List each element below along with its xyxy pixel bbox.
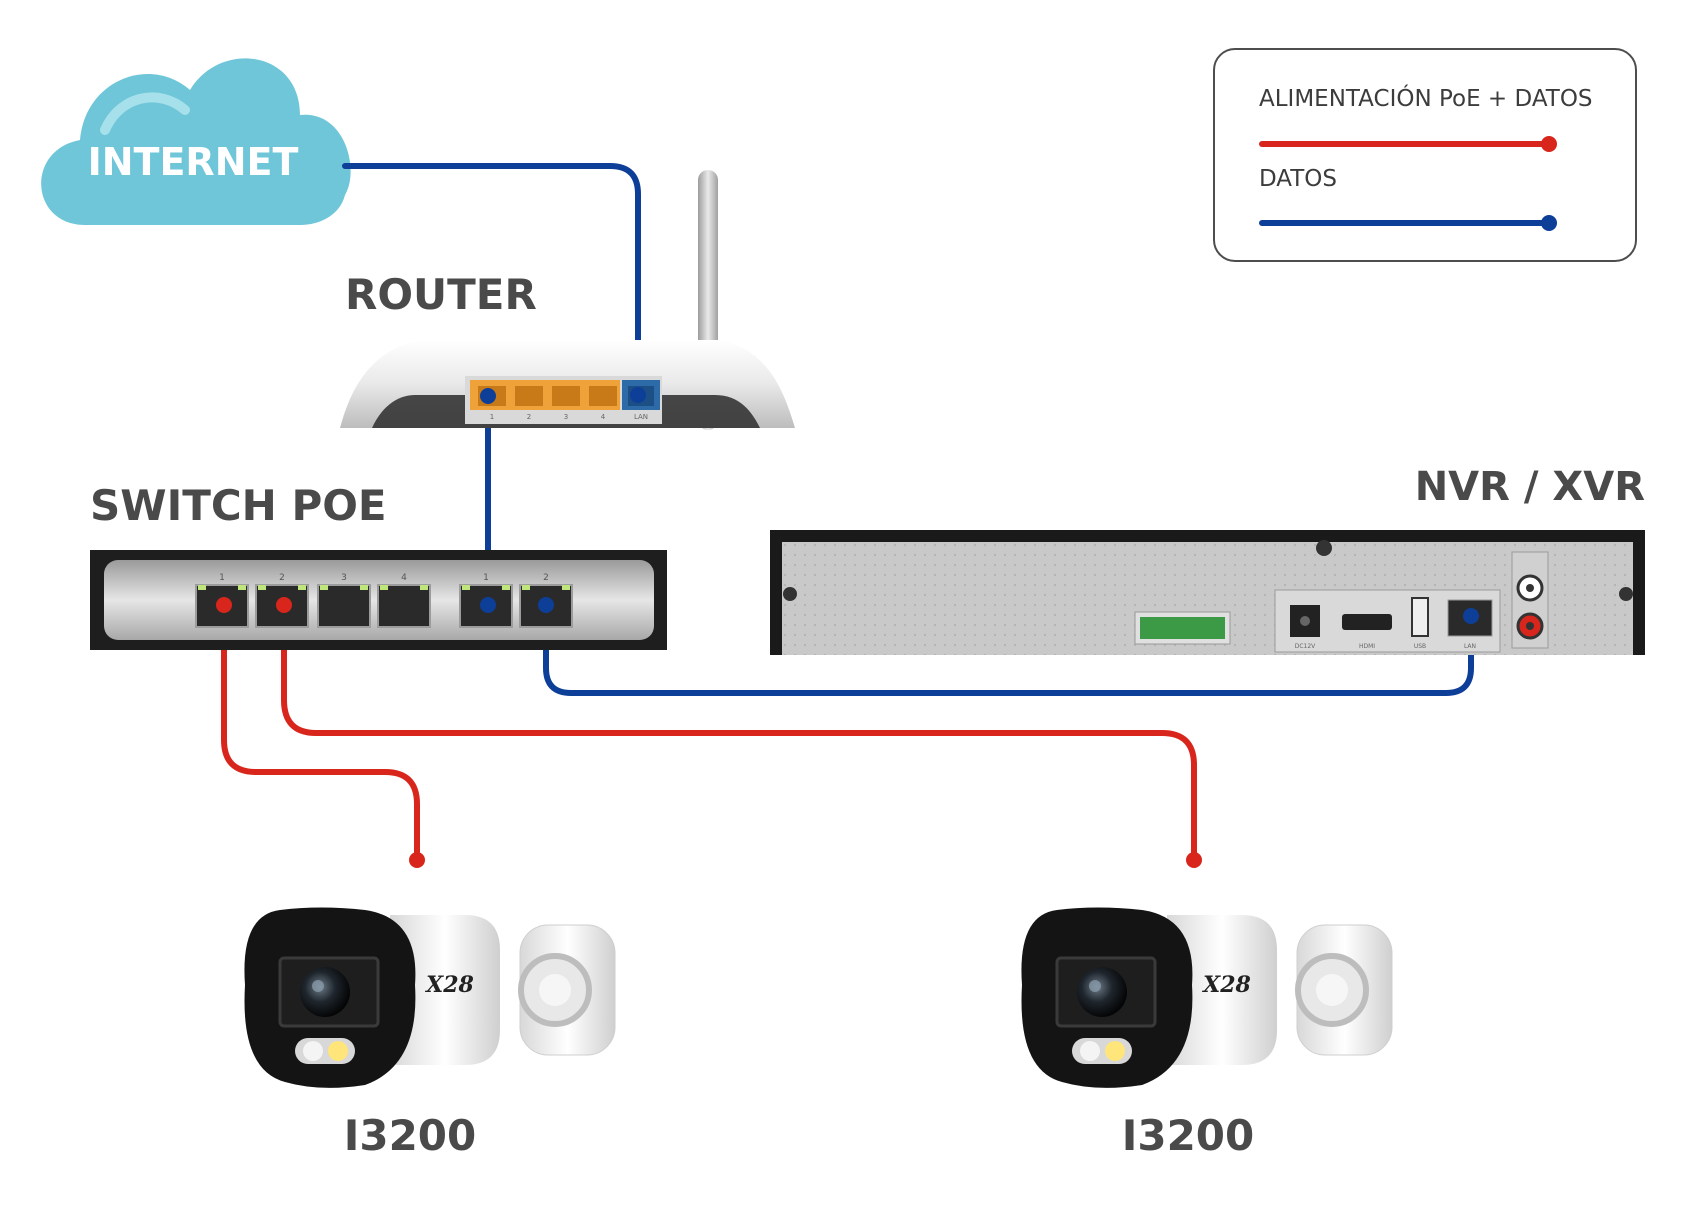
router-port-lan: LAN bbox=[634, 413, 648, 421]
switch-device: 1 2 3 4 1 2 bbox=[90, 550, 667, 650]
legend-data-label: DATOS bbox=[1259, 166, 1338, 192]
switch-data-plug-1 bbox=[480, 597, 496, 613]
legend-poe-line bbox=[1259, 141, 1549, 147]
camera-right-icon: X28 bbox=[1021, 907, 1393, 1088]
poe-cables bbox=[221, 602, 1197, 863]
legend: ALIMENTACIÓN PoE + DATOS DATOS bbox=[1213, 48, 1637, 262]
cable-switch-camera-right bbox=[281, 602, 1197, 863]
router-port-4: 4 bbox=[601, 413, 606, 421]
router-port-2: 2 bbox=[527, 413, 531, 421]
cable-switch-nvr bbox=[543, 602, 1474, 696]
nvr-label: NVR / XVR bbox=[1415, 464, 1645, 510]
switch-uplink-2: 2 bbox=[543, 573, 549, 583]
legend-data-line bbox=[1259, 220, 1549, 226]
router-lan-plug bbox=[630, 387, 646, 403]
switch-port-3: 3 bbox=[341, 573, 347, 583]
camera-right-label: I3200 bbox=[1122, 1111, 1255, 1160]
poe-cable-end-left bbox=[409, 852, 425, 868]
legend-poe-dot bbox=[1541, 136, 1557, 152]
nvr-port-hdmi: HDMI bbox=[1359, 643, 1375, 650]
switch-label: SWITCH POE bbox=[90, 481, 387, 530]
cable-internet-router bbox=[342, 163, 641, 398]
nvr-port-usb: USB bbox=[1414, 643, 1426, 650]
legend-data-dot bbox=[1541, 215, 1557, 231]
switch-port-4: 4 bbox=[401, 573, 407, 583]
nvr-device: DC12V HDMI USB LAN bbox=[770, 530, 1645, 655]
router-port-1: 1 bbox=[490, 413, 494, 421]
switch-port-1: 1 bbox=[219, 573, 225, 583]
legend-poe-label: ALIMENTACIÓN PoE + DATOS bbox=[1259, 86, 1593, 112]
camera-left-icon: X28 bbox=[244, 907, 616, 1088]
internet-label: INTERNET bbox=[88, 140, 299, 184]
poe-cable-end-right bbox=[1186, 852, 1202, 868]
internet-cloud-icon bbox=[41, 58, 351, 226]
camera-left-logo: X28 bbox=[424, 972, 474, 998]
router-label: ROUTER bbox=[345, 270, 537, 319]
router-data-plug bbox=[480, 388, 496, 404]
router-device: 1 2 3 4 LAN bbox=[340, 170, 795, 430]
nvr-port-dc: DC12V bbox=[1295, 643, 1316, 650]
switch-poe-plug-1 bbox=[216, 597, 232, 613]
switch-uplink-1: 1 bbox=[483, 573, 489, 583]
switch-poe-plug-2 bbox=[276, 597, 292, 613]
cable-switch-camera-left bbox=[221, 602, 420, 863]
router-port-3: 3 bbox=[564, 413, 568, 421]
switch-data-plug-2 bbox=[538, 597, 554, 613]
camera-right-logo: X28 bbox=[1201, 972, 1251, 998]
nvr-data-plug bbox=[1463, 608, 1479, 624]
camera-left-label: I3200 bbox=[344, 1111, 477, 1160]
switch-port-2: 2 bbox=[279, 573, 285, 583]
nvr-port-lan: LAN bbox=[1464, 643, 1476, 650]
